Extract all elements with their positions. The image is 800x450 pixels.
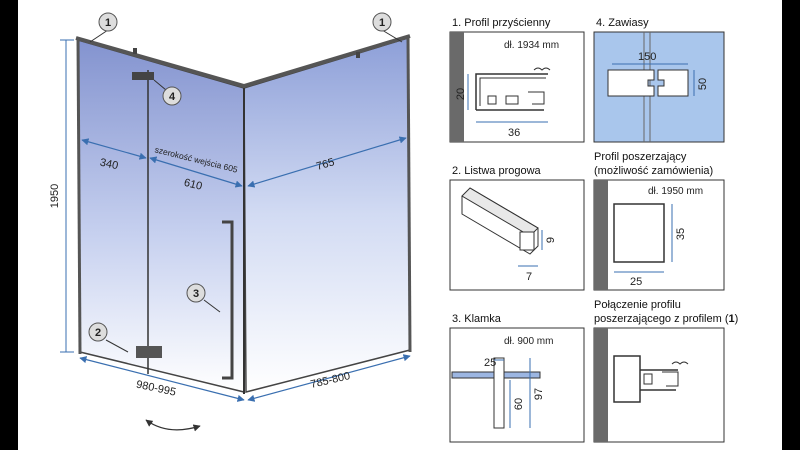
detail-connection: Połączenie profilu poszerzającego z prof…	[593, 299, 738, 443]
svg-text:1: 1	[105, 17, 111, 29]
callout-2: 2	[88, 322, 129, 353]
svg-text:3. Klamka: 3. Klamka	[452, 313, 502, 325]
svg-text:9: 9	[545, 237, 557, 243]
callout-4: 4	[153, 79, 182, 106]
svg-text:1: 1	[379, 17, 385, 29]
svg-text:36: 36	[508, 127, 520, 139]
detail-extension-profile: Profil poszerzający (możliwość zamówieni…	[593, 151, 725, 291]
callout-3: 3	[186, 283, 221, 313]
top-frame	[75, 34, 411, 89]
fixed-panel-label: 340	[99, 157, 119, 173]
svg-text:7: 7	[526, 271, 532, 283]
wall-profile-left	[76, 37, 82, 355]
svg-text:poszerzającego z profilem (1): poszerzającego z profilem (1)	[594, 313, 738, 325]
svg-text:20: 20	[455, 88, 467, 100]
height-dimension: 1950	[49, 39, 74, 353]
door-swing-arrow	[145, 419, 201, 432]
detail-threshold: 2. Listwa progowa 9 7	[449, 165, 585, 291]
svg-text:Profil poszerzający: Profil poszerzający	[594, 151, 687, 163]
svg-text:dł. 1934 mm: dł. 1934 mm	[504, 40, 559, 51]
detail-handle: 3. Klamka dł. 900 mm 25 60 97	[449, 313, 585, 443]
svg-text:97: 97	[533, 388, 545, 400]
svg-text:150: 150	[638, 51, 656, 63]
callout-1-right: 1	[372, 12, 403, 43]
shower-enclosure	[75, 34, 412, 394]
svg-text:25: 25	[484, 357, 496, 369]
hinge-drawing	[607, 69, 655, 97]
svg-text:4. Zawiasy: 4. Zawiasy	[596, 17, 649, 29]
detail-wall-profile: 1. Profil przyścienny dł. 1934 mm 20 36	[449, 17, 585, 143]
threshold-bar	[136, 346, 162, 358]
drawing-canvas: 1950 980-995 785-800 340 szerokość wejśc…	[18, 0, 782, 450]
svg-text:2. Listwa progowa: 2. Listwa progowa	[452, 165, 542, 177]
svg-text:(możliwość zamówienia): (możliwość zamówienia)	[594, 165, 713, 177]
svg-text:dł. 1950 mm: dł. 1950 mm	[648, 186, 703, 197]
handle-bar	[493, 357, 505, 429]
connection-extension	[613, 355, 641, 403]
svg-text:25: 25	[630, 276, 642, 288]
svg-text:2: 2	[95, 327, 101, 339]
height-label: 1950	[49, 184, 61, 208]
door-width-label: 610	[183, 177, 204, 193]
wall-profile-right	[406, 35, 412, 353]
diagram-svg: 1950 980-995 785-800 340 szerokość wejśc…	[49, 12, 738, 443]
side-glass	[243, 36, 411, 393]
extension-section	[613, 203, 665, 263]
svg-text:35: 35	[675, 228, 687, 240]
svg-text:60: 60	[513, 398, 525, 410]
svg-text:50: 50	[697, 78, 709, 90]
svg-text:4: 4	[169, 91, 176, 103]
hinge	[132, 72, 154, 80]
side-panel-label: 765	[315, 156, 336, 173]
svg-text:dł. 900 mm: dł. 900 mm	[504, 336, 553, 347]
svg-text:3: 3	[193, 288, 199, 300]
svg-text:Połączenie profilu: Połączenie profilu	[594, 299, 681, 311]
svg-text:1. Profil przyścienny: 1. Profil przyścienny	[452, 17, 551, 29]
detail-hinges: 4. Zawiasy 150 50	[593, 17, 725, 143]
callout-1-left: 1	[89, 12, 118, 43]
